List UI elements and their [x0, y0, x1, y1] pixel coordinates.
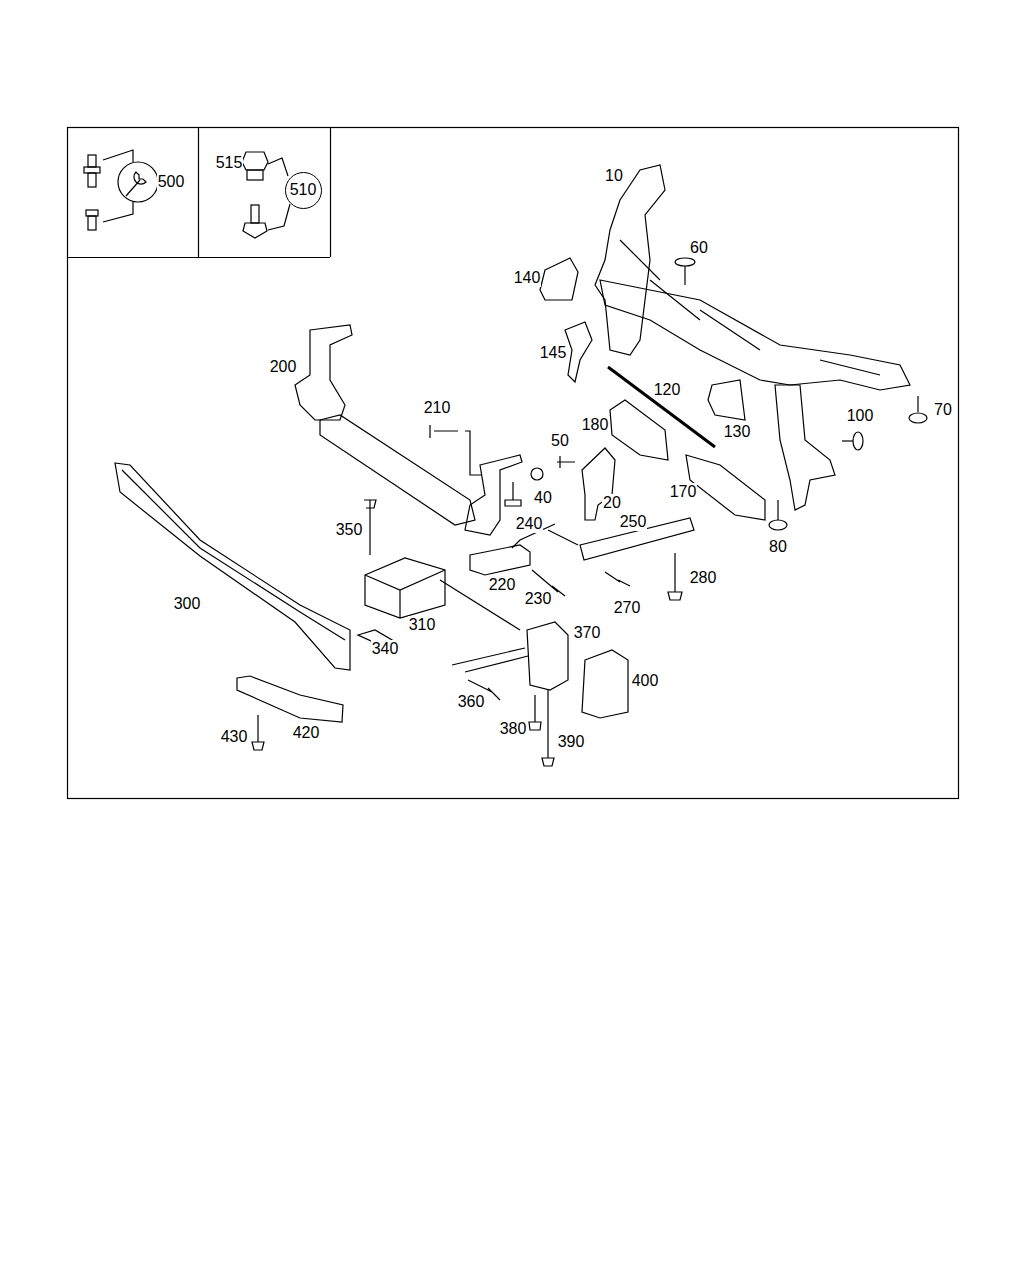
callout-number: 500 [157, 173, 186, 191]
nut-symbol [242, 152, 268, 180]
bracket [610, 400, 668, 460]
mount-box [365, 558, 445, 618]
callout-number: 180 [581, 416, 610, 434]
callout-number: 130 [723, 423, 752, 441]
callout-number: 145 [539, 344, 568, 362]
bolt-symbol [529, 695, 541, 730]
frame [198, 127, 199, 257]
callout-number: 310 [408, 616, 437, 634]
callout-number: 170 [669, 483, 698, 501]
callout-number: 270 [613, 599, 642, 617]
radiator-support [595, 165, 910, 510]
callout-number: 360 [457, 693, 486, 711]
callout-number: 20 [602, 494, 622, 512]
callout-number: 200 [269, 358, 298, 376]
leader-line [548, 530, 578, 545]
leader-line [103, 202, 133, 222]
cover-plate [686, 455, 765, 520]
bracket [470, 545, 530, 575]
bracket [540, 258, 578, 300]
leader-line [452, 648, 525, 665]
callout-number: 420 [292, 724, 321, 742]
bolt-symbol [542, 690, 554, 766]
leader-line [268, 158, 288, 176]
callout-number: 80 [768, 538, 788, 556]
callout-number: 390 [557, 733, 586, 751]
frame [330, 127, 331, 257]
callout-circle: 510 [285, 172, 322, 209]
wrench-circle [118, 162, 158, 202]
callout-number: 230 [524, 590, 553, 608]
bumper-beam [122, 470, 345, 640]
bolt-symbol [84, 155, 100, 230]
rod [608, 367, 715, 447]
crossmember [295, 325, 522, 535]
callout-number: 400 [631, 672, 660, 690]
callout-number: 70 [933, 401, 953, 419]
bolt-symbol [430, 425, 458, 438]
callout-number: 10 [604, 167, 624, 185]
leader-line [465, 656, 528, 672]
bumper-beam [115, 463, 350, 670]
callout-number: 210 [423, 399, 452, 417]
leader-line [268, 204, 290, 230]
cap [582, 650, 628, 718]
callout-number: 220 [488, 576, 517, 594]
bolt-symbol [668, 553, 682, 600]
callout-number: 100 [846, 407, 875, 425]
callout-number: 280 [689, 569, 718, 587]
callout-number: 370 [573, 624, 602, 642]
absorber [237, 676, 343, 722]
bolt-symbol [505, 482, 521, 506]
bolt-symbol [364, 500, 376, 555]
callout-number: 380 [499, 720, 528, 738]
callout-number: 340 [371, 640, 400, 658]
callout-number: 350 [335, 521, 364, 539]
bolt-symbol [252, 715, 264, 750]
bolt-symbol [243, 205, 267, 238]
bolt-symbol [675, 258, 927, 530]
frame [68, 128, 959, 799]
leader-line [465, 431, 482, 475]
callout-number: 120 [653, 381, 682, 399]
leader-line [103, 150, 133, 162]
callout-number: 40 [533, 489, 553, 507]
bolt-symbol [605, 572, 630, 586]
callout-number: 50 [550, 432, 570, 450]
callout-number: 250 [619, 513, 648, 531]
bolt-symbol [557, 456, 575, 468]
callout-number: 300 [173, 595, 202, 613]
bracket [565, 322, 592, 382]
bracket [527, 622, 568, 690]
callout-number: 140 [513, 269, 542, 287]
bracket [708, 380, 745, 420]
wrench-icon [126, 172, 146, 196]
callout-number: 60 [689, 239, 709, 257]
callout-number: 240 [515, 515, 544, 533]
callout-number: 510 [290, 181, 317, 199]
washer [531, 468, 543, 480]
callout-number: 430 [220, 728, 249, 746]
frame [67, 257, 330, 258]
callout-number: 515 [215, 154, 244, 172]
